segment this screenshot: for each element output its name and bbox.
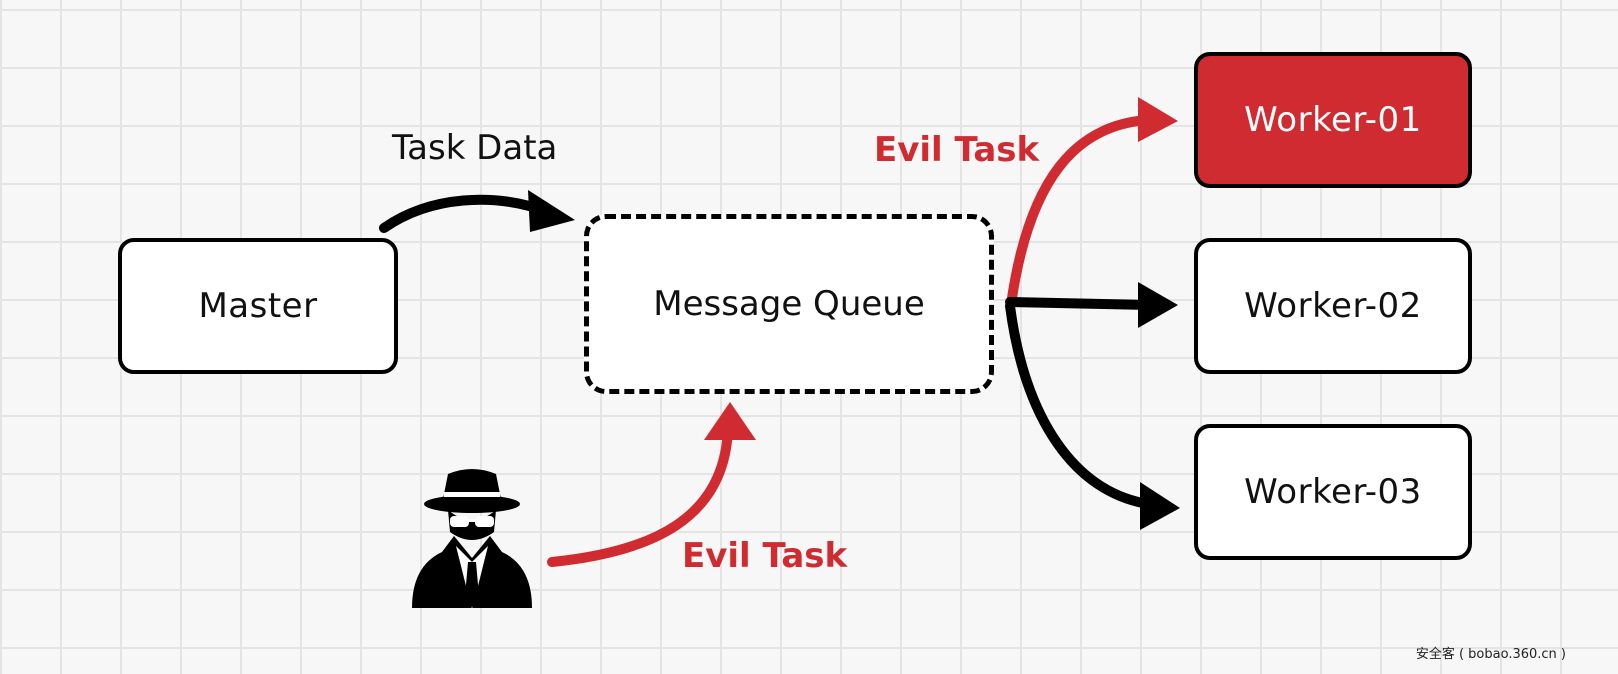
arrowhead-queue-to-worker01 <box>1138 97 1178 142</box>
message-queue-node: Message Queue <box>584 214 994 394</box>
arrowhead-queue-to-worker03 <box>1140 482 1180 530</box>
worker-02-node: Worker-02 <box>1194 238 1472 374</box>
task-data-label: Task Data <box>392 128 558 168</box>
evil-task-label-bottom: Evil Task <box>682 536 848 576</box>
worker-01-node: Worker-01 <box>1194 52 1472 188</box>
arrow-master-to-queue <box>379 194 553 233</box>
evil-task-label-top: Evil Task <box>874 130 1040 170</box>
master-node: Master <box>118 238 398 374</box>
worker-03-node: Worker-03 <box>1194 424 1472 560</box>
arrow-queue-to-worker03 <box>1005 301 1153 509</box>
arrowhead-attacker-to-queue <box>704 402 756 440</box>
arrow-queue-to-worker01 <box>1007 115 1153 303</box>
arrowhead-master-to-queue <box>528 190 575 232</box>
arrowhead-queue-to-worker02 <box>1138 282 1178 328</box>
spy-icon <box>412 469 532 610</box>
arrow-queue-to-worker02 <box>1005 297 1153 310</box>
watermark-text: 安全客 ( bobao.360.cn ) <box>1415 647 1566 662</box>
arrow-attacker-to-queue <box>547 423 733 567</box>
